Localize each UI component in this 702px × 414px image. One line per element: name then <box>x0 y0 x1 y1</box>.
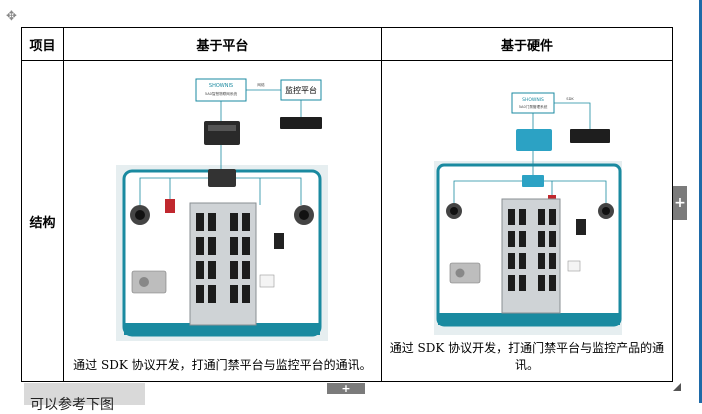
network-label: 网络 <box>257 82 265 87</box>
comparison-table: 项目 基于平台 基于硬件 结构 SHOWNIS 5A0智慧物联网系统 网络 监控… <box>21 27 674 382</box>
below-text-highlight <box>24 383 145 405</box>
monitor-platform-label: 监控平台 <box>285 85 317 95</box>
insert-row-handle[interactable]: + <box>327 383 365 394</box>
hardware-architecture-diagram: SHOWNIS 5A0门禁管理系统 SDK <box>433 92 622 335</box>
sdk-label: SDK <box>566 97 574 101</box>
header-platform: 基于平台 <box>62 27 382 61</box>
hardware-cell[interactable]: SHOWNIS 5A0门禁管理系统 SDK <box>380 60 674 382</box>
table-row-structure: 结构 SHOWNIS 5A0智慧物联网系统 网络 监控平台 <box>21 60 674 382</box>
platform-system-subtitle: 5A0智慧物联网系统 <box>205 91 238 96</box>
right-edge-bar <box>699 0 702 403</box>
header-item: 项目 <box>21 27 64 61</box>
hardware-caption: 通过 SDK 协议开发，打通门禁平台与监控产品的通讯。 <box>389 341 665 372</box>
header-hardware: 基于硬件 <box>380 27 674 61</box>
table-move-handle-icon[interactable]: ✥ <box>6 9 17 24</box>
platform-architecture-diagram: SHOWNIS 5A0智慧物联网系统 网络 监控平台 <box>115 78 328 341</box>
below-text: 可以参考下图 <box>30 397 114 413</box>
insert-column-handle[interactable]: + <box>673 186 687 220</box>
table-resize-handle-icon[interactable] <box>673 383 681 391</box>
hardware-system-title: SHOWNIS <box>522 97 544 103</box>
platform-cell[interactable]: SHOWNIS 5A0智慧物联网系统 网络 监控平台 <box>62 60 382 382</box>
table-header-row: 项目 基于平台 基于硬件 <box>21 27 674 61</box>
platform-system-title: SHOWNIS <box>209 83 233 89</box>
hardware-system-subtitle: 5A0门禁管理系统 <box>519 104 548 109</box>
row-label-structure: 结构 <box>21 60 64 382</box>
platform-caption: 通过 SDK 协议开发，打通门禁平台与监控平台的通讯。 <box>73 358 372 372</box>
